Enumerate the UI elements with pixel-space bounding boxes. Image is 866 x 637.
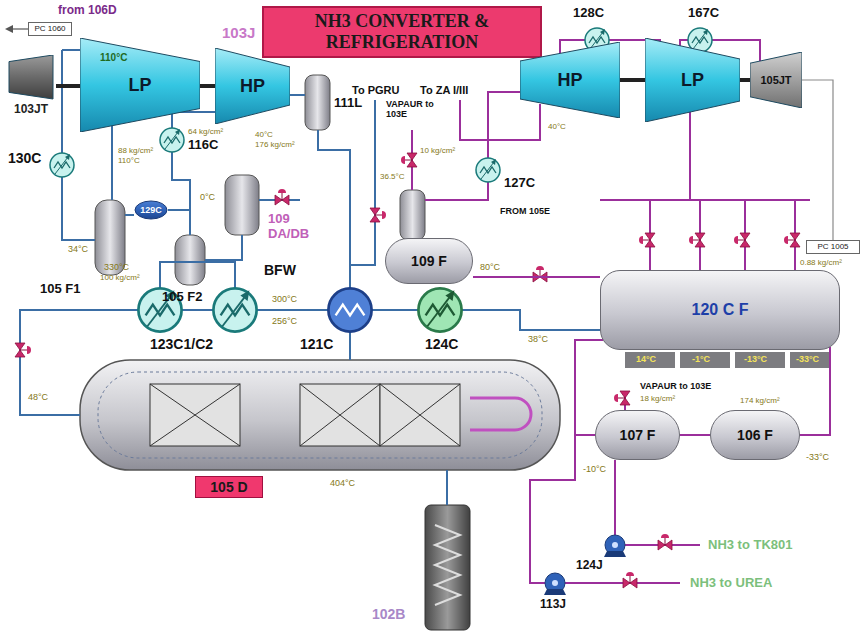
equipment-label: 120 C F: [692, 301, 749, 319]
pressure-label: 10 kg/cm²: [420, 146, 455, 155]
drive-shaft: [56, 84, 80, 88]
pressure-label: 100 kg/cm²: [100, 273, 140, 282]
equipment-tag: 111L: [334, 96, 362, 111]
equipment-tag: 123C1/C2: [150, 336, 213, 352]
equipment-tag: 127C: [504, 176, 535, 191]
title-banner: NH3 CONVERTER & REFRIGERATION: [262, 6, 542, 58]
controller-box: PC 1060: [28, 22, 72, 36]
pressure-label: 176 kg/cm²: [255, 140, 295, 149]
stream-label: VAPAUR to 103E: [386, 99, 448, 120]
drive-shaft: [740, 78, 750, 82]
compressor-stage: HP: [520, 42, 620, 118]
equipment-label: 129C: [140, 205, 162, 215]
equipment-tag: 124C: [425, 336, 458, 352]
flash-drum: 106 F: [710, 410, 800, 460]
temperature-label: 404°C: [330, 478, 355, 488]
compressor-stage: HP: [215, 48, 290, 124]
temperature-label: 48°C: [28, 392, 48, 402]
temperature-label: -13°C: [744, 354, 767, 364]
temperature-label: 110°C: [100, 52, 127, 64]
pressure-label: 0.88 kg/cm²: [800, 258, 842, 267]
equipment-label: 105JT: [760, 74, 791, 87]
stream-label: FROM 105E: [500, 206, 550, 216]
equipment-label: PC 1005: [817, 242, 848, 251]
temperature-label: 300°C: [272, 294, 297, 304]
equipment-tag: 105 F1: [40, 282, 80, 297]
equipment-tag: 103J: [222, 24, 255, 41]
equipment-tag: 124J: [576, 559, 603, 573]
equipment-tag: 128C: [573, 6, 604, 21]
flash-drum: 109 F: [385, 238, 473, 284]
pressure-label: 64 kg/cm²: [188, 127, 223, 136]
equipment-tag: 109 DA/DB: [268, 212, 316, 242]
compressor-stage: LP: [80, 38, 200, 132]
equipment-tag: 113J: [540, 598, 566, 612]
equipment-label: PC 1060: [34, 24, 65, 33]
pressure-label: 88 kg/cm²: [118, 146, 153, 155]
pump-symbols: [544, 535, 626, 595]
drive-shaft: [200, 84, 215, 88]
cooler-symbol: 129C: [134, 200, 168, 220]
stream-label: VAPAUR to 103E: [640, 381, 711, 391]
equipment-label: 106 F: [737, 427, 773, 443]
stream-label: To ZA I/III: [420, 84, 468, 97]
temperature-label: -33°C: [806, 452, 829, 462]
temperature-label: -1°C: [692, 354, 710, 364]
equipment-label: LP: [128, 75, 151, 96]
temperature-label: -10°C: [583, 464, 606, 474]
temperature-label: 330°C: [104, 262, 129, 272]
temperature-label: 14°C: [636, 354, 656, 364]
flash-drum: 107 F: [595, 410, 680, 460]
stream-label: from 106D: [58, 4, 117, 18]
process-pipe: [473, 276, 600, 278]
steam-turbine: 103JT: [6, 55, 56, 117]
stream-label: To PGRU: [352, 84, 399, 97]
pressure-label: 174 kg/cm²: [740, 396, 780, 405]
converter-tag: 105 D: [195, 476, 263, 498]
temperature-label: 38°C: [528, 334, 548, 344]
steam-turbine: 105JT: [750, 52, 802, 108]
process-pipe: [680, 434, 710, 436]
temperature-label: 256°C: [272, 316, 297, 326]
equipment-tag: 130C: [8, 150, 41, 166]
temperature-label: 40°C: [548, 122, 566, 131]
temperature-label: 0°C: [200, 192, 215, 202]
diagram-title: NH3 CONVERTER & REFRIGERATION: [270, 11, 534, 52]
controller-box: PC 1005: [806, 240, 860, 254]
equipment-tag: 105 F2: [162, 290, 202, 305]
equipment-tag: 121C: [300, 336, 333, 352]
equipment-label: LP: [681, 70, 704, 91]
equipment-tag: 116C: [188, 138, 218, 153]
temperature-label: 110°C: [118, 156, 140, 165]
temperature-label: -33°C: [796, 354, 819, 364]
equipment-label: HP: [240, 76, 265, 97]
equipment-label: 105 D: [210, 479, 247, 495]
valve-symbols: [15, 153, 800, 588]
vessels: [80, 75, 830, 630]
equipment-tag: BFW: [264, 262, 296, 278]
temperature-label: 34°C: [68, 244, 88, 254]
temperature-label: 80°C: [480, 262, 500, 272]
drive-shaft: [620, 78, 645, 82]
equipment-tag: 167C: [688, 6, 719, 21]
refrigerant-vessel: 120 C F: [600, 270, 840, 350]
compressor-stage: LP: [645, 38, 740, 122]
temperature-label: 40°C: [255, 130, 273, 139]
equipment-label: 103JT: [14, 103, 48, 117]
equipment-label: 107 F: [620, 427, 656, 443]
equipment-label: HP: [557, 70, 582, 91]
pressure-label: 18 kg/cm²: [640, 394, 675, 403]
stream-label: NH3 to TK801: [708, 538, 793, 553]
stream-label: NH3 to UREA: [690, 576, 772, 591]
temperature-label: 36.5°C: [380, 172, 405, 181]
equipment-tag: 102B: [372, 606, 405, 622]
equipment-label: 109 F: [411, 253, 447, 269]
